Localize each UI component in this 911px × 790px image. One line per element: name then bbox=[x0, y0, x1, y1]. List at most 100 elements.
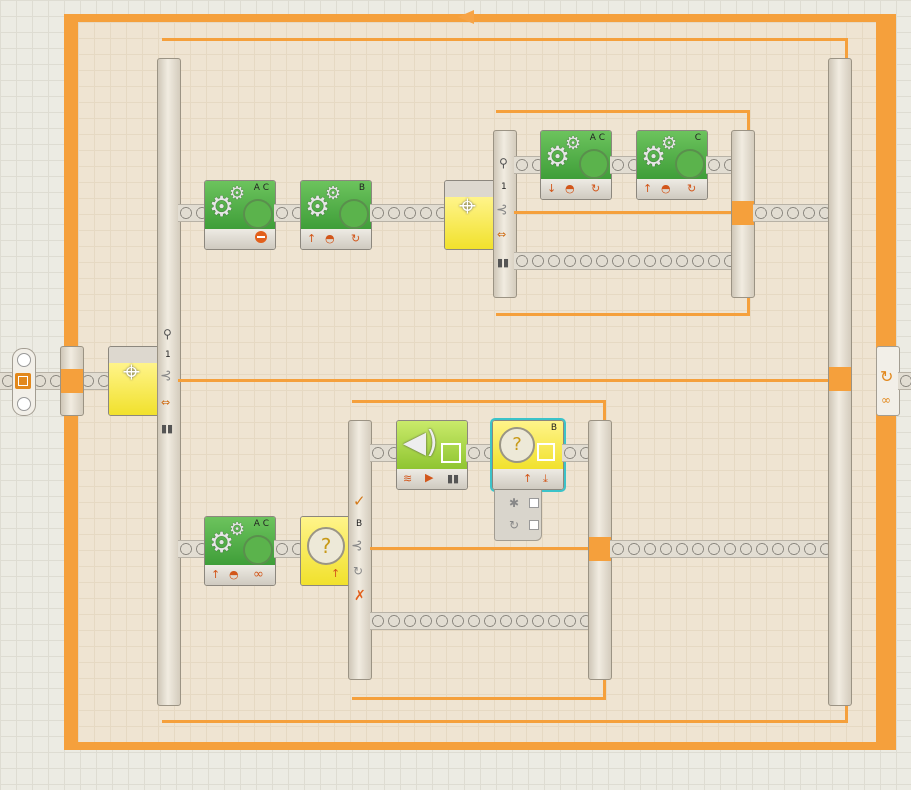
sound-plug-icon: ⚲ bbox=[163, 327, 172, 341]
lower-true-beam-3 bbox=[562, 444, 588, 462]
rotation-small-icon: ↻ bbox=[353, 564, 364, 578]
upper-switch-frame-top bbox=[496, 110, 750, 113]
power-gauge-icon: ◓ bbox=[229, 568, 239, 581]
sound-sensor-icon: ⌖ bbox=[123, 355, 140, 390]
level-icon: ▮▮ bbox=[161, 422, 174, 435]
data-hub-panel[interactable]: ✱ ↻ bbox=[494, 490, 542, 541]
main-switch-left-bar[interactable] bbox=[157, 58, 181, 706]
upper-switch-frame-bottom bbox=[496, 313, 750, 316]
gear-small-icon: ⚙ bbox=[661, 133, 678, 154]
direction-down-icon: ↓ bbox=[547, 182, 557, 195]
gear-small-icon: ⚙ bbox=[325, 183, 342, 204]
loop-left-cap[interactable] bbox=[60, 346, 84, 416]
switch-plug-icon: ⊰ bbox=[351, 538, 363, 554]
upper-beam-2 bbox=[274, 204, 304, 222]
gear-icon: ⚙ bbox=[305, 190, 331, 223]
loop-icon: ↻ bbox=[880, 367, 894, 386]
rotation-data-icon: ↻ bbox=[509, 518, 520, 532]
lower-beam-1 bbox=[178, 540, 208, 558]
reset-icon bbox=[537, 443, 555, 461]
lower-motor-ac-block[interactable]: A C ⚙ ⚙ ↑ ◓ ∞ bbox=[204, 516, 276, 586]
rotation-icon: ↻ bbox=[351, 232, 361, 245]
infinity-icon: ∞ bbox=[881, 393, 891, 407]
lower-false-beam bbox=[370, 612, 588, 630]
upper-motor-b-block[interactable]: B ⚙ ⚙ ↑ ◓ ↻ bbox=[300, 180, 372, 250]
rotation-sensor-icon: ? bbox=[307, 527, 345, 565]
direction-up-icon: ↑ bbox=[523, 472, 533, 485]
sound-block[interactable]: ◀) ≋ ▶ ▮▮ bbox=[396, 420, 468, 490]
lower-switch-left-bar[interactable] bbox=[348, 420, 372, 680]
main-switch-center-line bbox=[178, 379, 828, 382]
compare-icon: ⇔ bbox=[497, 228, 507, 241]
gear-icon: ⚙ bbox=[545, 140, 571, 173]
inner-motor-c-block[interactable]: C ⚙ ⚙ ↑ ◓ ↻ bbox=[636, 130, 708, 200]
motor-port-label: A C bbox=[253, 519, 269, 529]
power-gauge-icon: ◓ bbox=[661, 182, 671, 195]
rotation-reset-block[interactable]: B ? ↑ ⤓ bbox=[490, 418, 566, 492]
data-plug-icon bbox=[529, 498, 539, 508]
direction-up-icon: ↑ bbox=[643, 182, 653, 195]
volume-icon: ≋ bbox=[403, 472, 413, 485]
motor-port-label: B bbox=[358, 183, 365, 193]
play-icon: ▶ bbox=[425, 471, 434, 484]
rotation-icon: ↻ bbox=[591, 182, 601, 195]
switch-frame-bottom bbox=[162, 720, 848, 723]
lower-true-beam-1 bbox=[370, 444, 400, 462]
upper-true-beam-1 bbox=[514, 156, 544, 174]
direction-up-icon: ↑ bbox=[307, 232, 317, 245]
unlimited-duration-icon: ∞ bbox=[253, 567, 264, 582]
motor-power-indicator bbox=[675, 149, 705, 179]
level-icon: ▮▮ bbox=[497, 256, 510, 269]
loop-body bbox=[78, 22, 876, 742]
lower-switch-center-line bbox=[370, 547, 588, 550]
upper-exit-beam bbox=[753, 204, 828, 222]
motor-power-indicator bbox=[579, 149, 609, 179]
switch-plug-icon: ⊰ bbox=[496, 202, 508, 218]
start-icon bbox=[15, 373, 31, 389]
data-plug-icon bbox=[529, 520, 539, 530]
direction-up-icon: ↑ bbox=[211, 568, 221, 581]
motor-power-indicator bbox=[339, 199, 369, 229]
lower-switch-frame-top bbox=[352, 400, 606, 403]
upper-true-beam-2 bbox=[610, 156, 640, 174]
main-switch-port: 1 bbox=[165, 350, 171, 360]
play-file-icon bbox=[441, 443, 461, 463]
lower-switch-right-bar[interactable] bbox=[588, 420, 612, 680]
lower-beam-2 bbox=[274, 540, 304, 558]
motor-port-label: A C bbox=[589, 133, 605, 143]
compare-icon: ⇔ bbox=[161, 396, 171, 409]
sound-sensor-icon: ⌖ bbox=[459, 189, 476, 224]
x-icon: ✗ bbox=[354, 588, 366, 604]
upper-motor-ac-block[interactable]: A C ⚙ ⚙ bbox=[204, 180, 276, 250]
motor-port-label: A C bbox=[253, 183, 269, 193]
upper-beam-1 bbox=[178, 204, 208, 222]
speaker-icon: ◀) bbox=[403, 425, 438, 460]
gear-icon: ⚙ bbox=[209, 526, 235, 559]
motor-power-indicator bbox=[243, 199, 273, 229]
lower-switch-frame-bottom bbox=[352, 697, 606, 700]
sound-plug-icon: ⚲ bbox=[499, 156, 508, 170]
inner-motor-ac-block[interactable]: A C ⚙ ⚙ ↓ ◓ ↻ bbox=[540, 130, 612, 200]
loop-end-block[interactable]: ↻ ∞ bbox=[876, 346, 900, 416]
motor-power-indicator bbox=[243, 535, 273, 565]
sensor-port-label: B bbox=[550, 423, 557, 433]
upper-true-beam-3 bbox=[706, 156, 731, 174]
gear-icon: ⚙ bbox=[209, 190, 235, 223]
switch-frame-top bbox=[162, 38, 848, 41]
gear-small-icon: ⚙ bbox=[229, 519, 246, 540]
stop-icon bbox=[255, 231, 267, 243]
power-gauge-icon: ◓ bbox=[565, 182, 575, 195]
upper-switch-center-line bbox=[514, 211, 731, 214]
upper-switch-left-bar[interactable] bbox=[493, 130, 517, 298]
reset-data-icon: ✱ bbox=[509, 496, 520, 510]
rotation-icon: ↻ bbox=[687, 182, 697, 195]
check-icon: ✓ bbox=[353, 492, 366, 510]
start-block[interactable] bbox=[12, 348, 36, 416]
main-switch-right-bar[interactable] bbox=[828, 58, 852, 706]
upper-switch-right-bar[interactable] bbox=[731, 130, 755, 298]
gear-icon: ⚙ bbox=[641, 140, 667, 173]
loop-top-edge bbox=[64, 14, 896, 22]
lower-switch-port: B bbox=[356, 519, 363, 529]
download-icon: ⤓ bbox=[543, 472, 548, 485]
